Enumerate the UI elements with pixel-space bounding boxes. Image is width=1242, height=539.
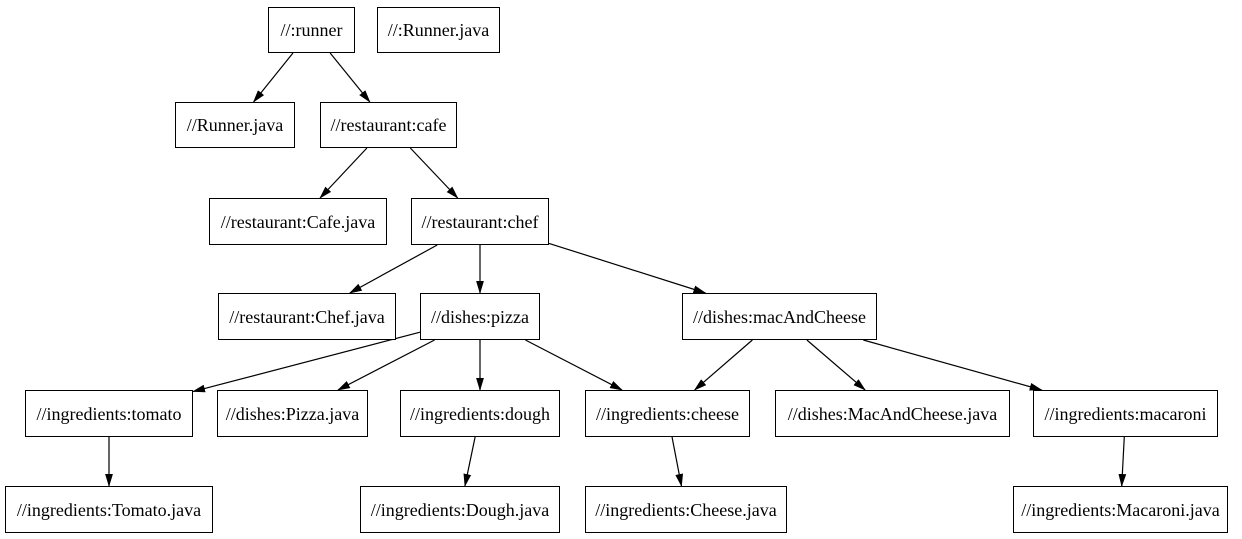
- graph-node-tomato: //ingredients:tomato: [25, 390, 193, 437]
- graph-edge-cafe-to-cafe-java: [319, 147, 368, 199]
- graph-edge-pizza-to-tomato: [192, 331, 421, 393]
- graph-node-label: //ingredients:dough: [410, 403, 550, 424]
- graph-edge-mac-and-cheese-to-macaroni: [863, 339, 1043, 391]
- graph-node-label: //Runner.java: [186, 115, 284, 135]
- graph-node-chef-java: //restaurant:Chef.java: [218, 293, 396, 340]
- graph-node-chef: //restaurant:chef: [411, 198, 549, 245]
- graph-node-macaroni-java: //ingredients:Macaroni.java: [1013, 486, 1228, 533]
- graph-edge-runner-to-cafe: [329, 52, 371, 103]
- graph-node-label: //ingredients:Dough.java: [370, 499, 550, 520]
- graph-node-label: //dishes:MacAndCheese.java: [787, 403, 998, 424]
- graph-node-mac-and-cheese: //dishes:macAndCheese: [682, 293, 877, 340]
- graph-node-label: //dishes:Pizza.java: [225, 403, 360, 424]
- graph-node-label: //restaurant:chef: [421, 211, 539, 232]
- graph-node-label: //dishes:pizza: [431, 306, 529, 327]
- graph-edge-chef-to-chef-java: [348, 244, 438, 294]
- graph-node-cheese: //ingredients:cheese: [585, 390, 750, 437]
- graph-node-label: //restaurant:Chef.java: [229, 306, 385, 327]
- graph-node-runner: //:runner: [268, 7, 355, 53]
- graph-edge-cheese-to-cheese-java: [671, 436, 684, 487]
- graph-node-label: //restaurant:Cafe.java: [220, 211, 376, 232]
- graph-node-label: //restaurant:cafe: [330, 115, 447, 135]
- graph-edge-macaroni-to-macaroni-java: [1118, 436, 1127, 487]
- graph-edge-pizza-to-cheese: [525, 339, 623, 391]
- graph-node-label: //ingredients:macaroni: [1044, 403, 1207, 424]
- graph-node-dough-java: //ingredients:Dough.java: [360, 486, 560, 533]
- graph-node-cafe: //restaurant:cafe: [320, 102, 457, 148]
- graph-node-pizza-java: //dishes:Pizza.java: [217, 390, 368, 437]
- graph-node-label: //ingredients:cheese: [596, 403, 739, 424]
- graph-node-label: //ingredients:Macaroni.java: [1021, 499, 1220, 520]
- graph-edge-pizza-to-pizza-java: [337, 339, 435, 391]
- graph-node-mac-and-cheese-java: //dishes:MacAndCheese.java: [775, 390, 1010, 437]
- graph-node-tomato-java: //ingredients:Tomato.java: [5, 486, 213, 533]
- graph-edge-cafe-to-chef: [409, 147, 459, 199]
- graph-node-cafe-java: //restaurant:Cafe.java: [209, 198, 387, 245]
- graph-edge-mac-and-cheese-to-cheese: [693, 339, 753, 391]
- graph-node-runner-java-root: //:Runner.java: [377, 7, 500, 53]
- graph-node-dough: //ingredients:dough: [400, 390, 560, 437]
- graph-edge-chef-to-mac-and-cheese: [548, 242, 707, 294]
- graph-node-runner-java: //Runner.java: [175, 102, 295, 148]
- graph-node-label: //:runner: [280, 20, 343, 40]
- graph-node-label: //ingredients:tomato: [36, 403, 182, 424]
- graph-node-pizza: //dishes:pizza: [420, 293, 540, 340]
- graph-node-cheese-java: //ingredients:Cheese.java: [585, 486, 787, 533]
- graph-node-label: //ingredients:Cheese.java: [595, 499, 777, 520]
- graph-edge-dough-to-dough-java: [463, 436, 476, 487]
- edge-group: [105, 52, 1127, 487]
- graph-node-macaroni: //ingredients:macaroni: [1033, 390, 1218, 437]
- graph-edge-mac-and-cheese-to-mac-and-cheese-java: [806, 339, 866, 391]
- graph-node-label: //ingredients:Tomato.java: [16, 499, 202, 520]
- graph-node-label: //dishes:macAndCheese: [693, 306, 866, 327]
- graph-edge-runner-to-runner-java: [252, 52, 294, 103]
- graph-node-label: //:Runner.java: [387, 20, 490, 40]
